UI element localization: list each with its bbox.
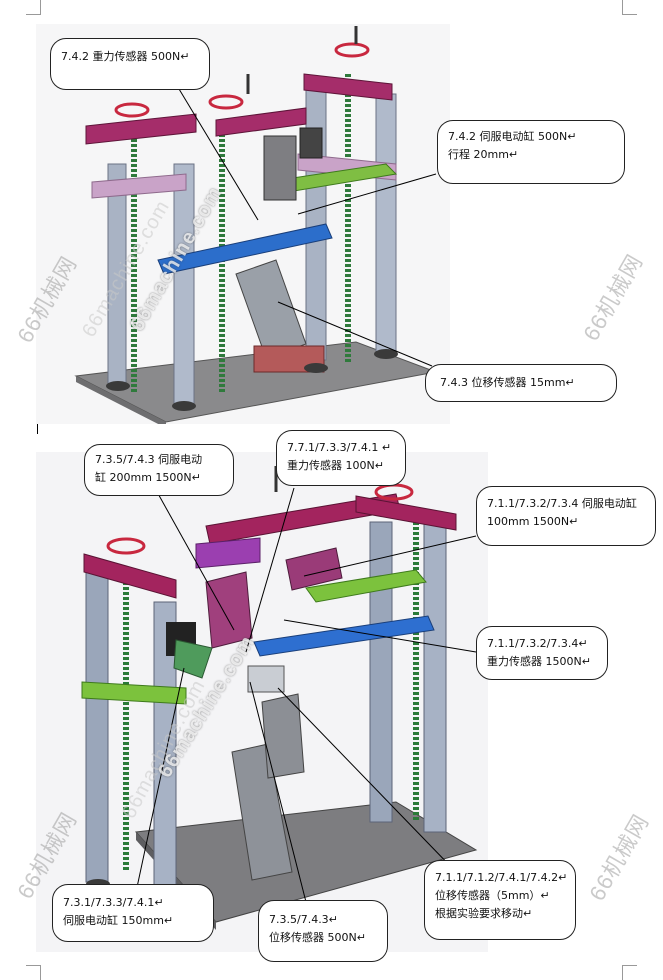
test-rig-figure-2: 66machine.com	[36, 452, 488, 952]
specimen-fixture	[235, 259, 307, 359]
callout-displacement-sensor-500n: 7.3.5/7.4.3↵ 位移传感器 500N↵	[258, 900, 388, 962]
side-plate	[305, 569, 427, 603]
servo-cylinder	[263, 135, 297, 201]
top-beam	[355, 495, 457, 531]
test-rig-drawing	[74, 26, 438, 424]
callout-line: 位移传感器（5mm）↵	[435, 889, 550, 902]
callout-line: 7.1.1/7.1.2/7.4.1/7.4.2↵	[435, 871, 568, 884]
callout-line: 100mm 1500N↵	[487, 515, 579, 528]
leader-line	[297, 173, 437, 215]
callout-servo-cylinder-500n: 7.4.2 伺服电动缸 500N↵ 行程 20mm↵	[437, 120, 625, 184]
column	[85, 561, 109, 883]
servo-cylinder	[285, 547, 343, 591]
column	[375, 93, 397, 355]
callout-line: 重力传感器 1500N↵	[487, 655, 591, 668]
leader-line	[277, 301, 433, 367]
callout-line: 位移传感器 500N↵	[269, 931, 366, 944]
callout-line: 7.3.1/7.3.3/7.4.1↵	[63, 896, 164, 909]
leader-line	[135, 667, 185, 893]
leader-line	[155, 489, 235, 631]
handwheel	[334, 42, 370, 58]
page-corner-mark	[26, 965, 41, 980]
callout-line: 7.1.1/7.3.2/7.3.4↵	[487, 637, 588, 650]
callout-line: 7.1.1/7.3.2/7.3.4 伺服电动缸	[487, 497, 637, 510]
crossbeam	[253, 615, 435, 657]
callout-line: 7.7.1/7.3.3/7.4.1 ↵	[287, 441, 392, 454]
leader-line	[175, 83, 259, 221]
callout-line: 7.4.3 位移传感器 15mm↵	[440, 376, 575, 389]
callout-servo-cylinder-150mm: 7.3.1/7.3.3/7.4.1↵ 伺服电动缸 150mm↵	[52, 884, 214, 942]
leader-line	[283, 619, 477, 653]
column	[423, 521, 447, 833]
callout-line: 行程 20mm↵	[448, 148, 519, 161]
side-plate	[81, 681, 187, 705]
test-rig-drawing	[81, 466, 478, 930]
callout-line: 7.3.5/7.4.3↵	[269, 913, 338, 926]
brand-watermark: 66机械网	[584, 809, 654, 905]
handwheel	[114, 102, 150, 118]
top-beam	[83, 553, 177, 599]
callout-line: 缸 200mm 1500N↵	[95, 471, 201, 484]
servo-cylinder	[205, 571, 253, 649]
column	[305, 83, 327, 361]
callout-line: 7.4.2 伺服电动缸 500N↵	[448, 130, 577, 143]
test-rig-figure-1: 66machine.com	[36, 24, 450, 424]
callout-weight-sensor-500n: 7.4.2 重力传感器 500N↵	[50, 38, 210, 90]
page-corner-mark	[622, 965, 637, 980]
handwheel	[106, 537, 146, 555]
leader-line	[303, 535, 477, 577]
leader-line	[245, 487, 295, 653]
top-beam	[85, 113, 197, 145]
callout-weight-sensor-100n: 7.7.1/7.3.3/7.4.1 ↵ 重力传感器 100N↵	[276, 430, 406, 486]
callout-displacement-sensor-15mm: 7.4.3 位移传感器 15mm↵	[425, 364, 617, 402]
callout-line: 根据实验要求移动↵	[435, 907, 533, 920]
leader-line	[277, 687, 457, 873]
callout-servo-cylinder-100mm: 7.1.1/7.3.2/7.3.4 伺服电动缸 100mm 1500N↵	[476, 486, 656, 546]
column	[369, 521, 393, 823]
crossbeam	[157, 223, 333, 275]
callout-line: 7.3.5/7.4.3 伺服电动	[95, 453, 203, 466]
callout-servo-cylinder-200mm: 7.3.5/7.4.3 伺服电动 缸 200mm 1500N↵	[84, 444, 234, 496]
callout-line: 7.4.2 重力传感器 500N↵	[61, 50, 190, 63]
handwheel	[208, 94, 244, 110]
column	[173, 163, 195, 405]
brand-watermark: 66机械网	[578, 249, 648, 345]
page-corner-mark	[26, 0, 41, 15]
top-beam	[303, 73, 393, 101]
text-cursor	[37, 424, 38, 434]
specimen-fixture	[231, 743, 293, 881]
callout-weight-sensor-1500n: 7.1.1/7.3.2/7.3.4↵ 重力传感器 1500N↵	[476, 626, 608, 680]
page-corner-mark	[622, 0, 637, 15]
leader-line	[249, 681, 307, 903]
callout-displacement-sensor-5mm: 7.1.1/7.1.2/7.4.1/7.4.2↵ 位移传感器（5mm）↵ 根据实…	[424, 860, 576, 940]
callout-line: 伺服电动缸 150mm↵	[63, 914, 174, 927]
top-beam	[215, 107, 307, 137]
callout-line: 重力传感器 100N↵	[287, 459, 384, 472]
